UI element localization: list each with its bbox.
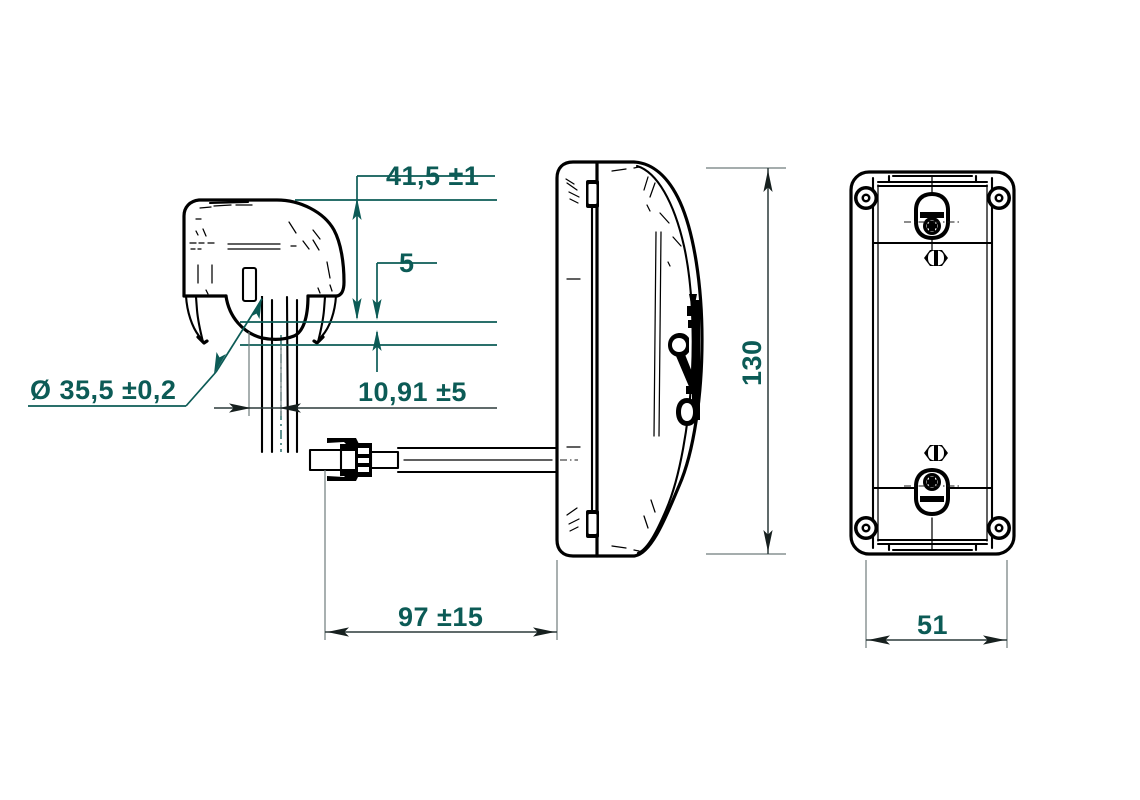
corner-screw-top-right xyxy=(987,186,1011,210)
dimension-label-97: 97 ±15 xyxy=(398,602,483,632)
keyhole-slot-top xyxy=(904,192,960,266)
hinge-blocks xyxy=(586,180,599,538)
corner-screws xyxy=(854,186,1011,540)
dimension-label-diameter-35-5: Ø 35,5 ±0,2 xyxy=(30,375,176,405)
dimension-label-10-91: 10,91 ±5 xyxy=(358,377,467,407)
view-enclosure-rear xyxy=(849,170,1016,648)
corner-screw-bottom-left xyxy=(854,516,878,540)
dimension-41-5 xyxy=(240,175,497,323)
exit-cable-with-connector xyxy=(308,438,578,481)
dimension-label-5: 5 xyxy=(399,248,415,278)
dimension-5 xyxy=(240,262,497,372)
keyhole-slot-bottom xyxy=(904,445,960,516)
dimension-label-41-5: 41,5 ±1 xyxy=(386,161,479,191)
corner-screw-top-left xyxy=(854,186,878,210)
dimension-labels: 41,5 ±1 5 Ø 35,5 ±0,2 10,91 ±5 97 ±15 13… xyxy=(30,161,948,640)
side-latch xyxy=(668,294,700,426)
corner-screw-bottom-right xyxy=(987,516,1011,540)
view-saddle-mount xyxy=(28,175,497,454)
view-enclosure-side xyxy=(308,160,786,640)
dimension-130 xyxy=(706,167,786,555)
dimension-51 xyxy=(865,560,1008,648)
dimension-label-51: 51 xyxy=(917,610,948,640)
dimension-10-91 xyxy=(214,332,497,416)
dimension-97 xyxy=(324,470,558,640)
cable-leads xyxy=(260,293,299,454)
dimension-label-130: 130 xyxy=(737,339,767,386)
dimension-diameter-35-5 xyxy=(28,297,263,407)
saddle-mount-body xyxy=(182,198,346,345)
